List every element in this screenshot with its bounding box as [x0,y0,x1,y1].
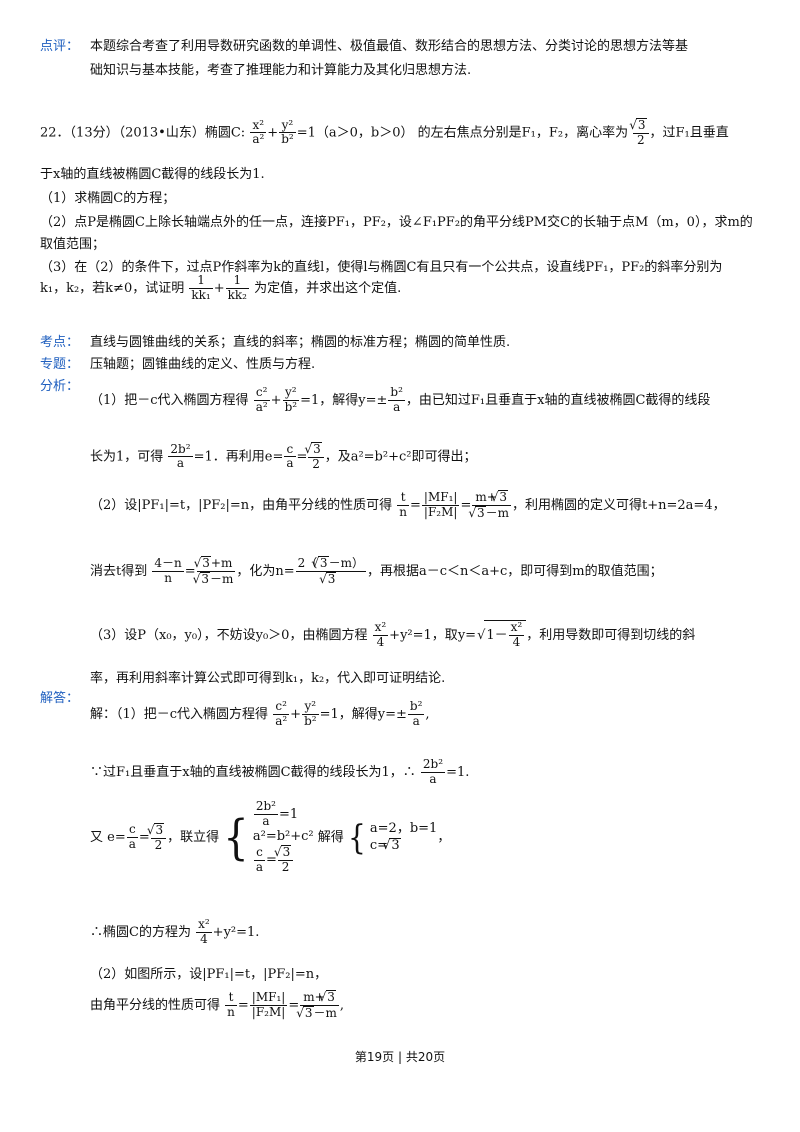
question-2a: （2）点P是椭圆C上除长轴端点外的任一点，连接PF₁，PF₂，设∠F₁PF₂的角… [40,215,753,230]
analysis-1e-text: ．再利用 [212,449,265,465]
solution-5: （2）如图所示，设|PF₁|=t，|PF₂|=n， [90,967,328,982]
analysis-2c-text: 消去t得到 [90,563,148,579]
solution-3b-text: ，联立得 [167,829,220,845]
jieda-label: 解答： [40,691,80,706]
analysis-2a-text: （2）设|PF₁|=t，|PF₂|=n，由角平分线的性质可得 [90,497,393,513]
eccentricity-fraction: 32 [633,118,649,148]
problem-number: 22．（13分）（2013•山东）椭圆C: [40,125,246,141]
fenxi-label: 分析： [40,379,80,394]
solution-1b-text: ，解得 [338,706,378,722]
solution-6: 由角平分线的性质可得 tn=|MF₁||F₂M|=m+33－m, [90,990,344,1021]
frac-m-sqrt3-sol: m+33－m [300,990,339,1021]
solution-4a-text: ∴椭圆C的方程为 [90,924,191,940]
result-brace: { [347,817,366,857]
page-number: 第19页 [354,1050,395,1064]
analysis-3b-text: ，取 [431,627,458,643]
frac-sqrt3-2: 32 [308,442,324,472]
analysis-1c-text: ，由已知过F₁且垂直于x轴的直线被椭圆C截得的线段 [405,392,711,408]
problem-header-tail: 的左右焦点分别是F₁，F₂，离心率为 [417,125,629,141]
page-footer: 第19页 | 共20页 [0,1049,800,1065]
question-2b: 取值范围； [40,237,106,252]
analysis-2b-text: ，利用椭圆的定义可得t+n=2a=4， [512,497,726,513]
zhuanti-text: 压轴题；圆锥曲线的定义、性质与方程. [90,357,316,372]
question-3a: （3）在（2）的条件下，过点P作斜率为k的直线l，使得l与椭圆C有且只有一个公共… [40,260,723,275]
frac-n-expr: 2（3－m）3 [295,556,366,587]
solution-1a-text: 解：（1）把－c代入椭圆方程得 [90,706,269,722]
solution-6a-text: 由角平分线的性质可得 [90,997,221,1013]
result-ab: a=2，b=1 [369,820,438,836]
analysis-1d-text: 长为1，可得 [90,449,164,465]
frac-MF1-F2M-sol: |MF₁||F₂M| [249,990,288,1019]
kaodian-text: 直线与圆锥曲线的关系；直线的斜率；椭圆的标准方程；椭圆的简单性质. [90,335,511,350]
system-brace: { [223,809,249,866]
question-1: （1）求椭圆C的方程； [40,191,176,206]
solution-3e-text: ， [437,829,451,845]
comment-label: 点评： [40,39,80,54]
analysis-3d: 率，再利用斜率计算公式即可得到k₁，k₂，代入即可证明结论. [90,671,446,686]
page-total: 共20页 [405,1050,446,1064]
analysis-3c-text: ，利用导数即可得到切线的斜 [526,627,696,643]
analysis-2d-text: ，化为 [236,563,276,579]
analysis-3a-text: （3）设P（x₀，y₀），不妨设y₀＞0，由椭圆方程 [90,627,368,643]
solution-3c-text: 解得 [317,829,344,845]
comment-text-line1: 本题综合考查了利用导数研究函数的单调性、极值最值、数形结合的思想方法、分类讨论的… [90,39,689,54]
zhuanti-label: 专题： [40,357,80,372]
comment-text-line2: 础知识与基本技能，考查了推理能力和计算能力及其化归思想方法. [90,63,472,78]
analysis-1a-text: （1）把－c代入椭圆方程得 [90,392,249,408]
solution-3a-text: 又 [90,829,104,845]
analysis-1f-text: ，及a²=b²+c²即可得出； [324,449,477,465]
problem-header-tail2: ，过F₁且垂直 [649,125,729,141]
analysis-2e-text: ，再根据a－c＜n＜a+c，即可得到m的取值范围； [366,563,663,579]
footer-separator: | [397,1050,403,1064]
frac-m-sqrt3: m+33－m [472,490,512,521]
frac-sqrt3-2-sol: 32 [150,822,167,853]
kaodian-label: 考点： [40,335,80,350]
frac-sqrt3m: 3+m3－m [196,556,236,587]
analysis-1b-text: ，解得 [319,392,359,408]
analysis-3a: （3）设P（x₀，y₀），不妨设y₀＞0，由椭圆方程 x²4+y²=1，取y=1… [90,620,695,650]
question-3b-pre: k₁，k₂，若k≠0，试证明 [40,280,185,296]
frac-MF1-F2M: |MF₁||F₂M| [421,490,460,519]
question-3b-post: 为定值，并求出这个定值. [254,280,402,296]
result-system: a=2，b=1 c=3 [370,821,437,855]
solution-2a-text: ∵过F₁且垂直于x轴的直线被椭圆C截得的线段长为1，∴ [90,764,416,780]
analysis-2c: 消去t得到 4－nn=3+m3－m，化为n=2（3－m）3，再根据a－c＜n＜a… [90,556,663,587]
problem-line2: 于x轴的直线被椭圆C截得的线段长为1. [40,167,265,182]
